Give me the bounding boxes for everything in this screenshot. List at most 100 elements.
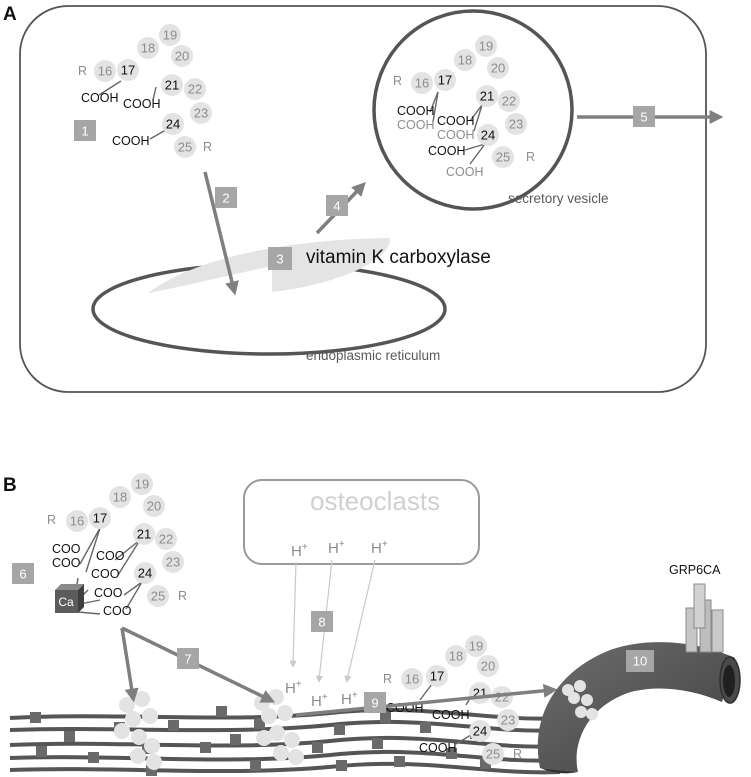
peptide-carboxylated-in-vesicle: 16 17 18 19 20 21 22 23 24 25 R R COOH C… — [393, 35, 535, 179]
step-badge-5: 5 — [633, 106, 655, 127]
carboxylase-label: vitamin K carboxylase — [306, 247, 491, 268]
residue-label: 18 — [449, 649, 463, 664]
coo-label: COO — [52, 542, 81, 556]
cooh-label: COOH — [397, 118, 435, 132]
residue-label: 21 — [480, 89, 494, 104]
panel-b-letter: B — [3, 475, 17, 496]
r-group-label: R — [203, 140, 212, 154]
residue-label: 20 — [481, 659, 495, 674]
osteoclasts-box — [243, 479, 480, 565]
residue-label: 18 — [458, 53, 472, 68]
residue-label: 23 — [509, 117, 523, 132]
step-badge-1: 1 — [74, 120, 96, 141]
peptide-uncarboxylated: 16 17 18 19 20 21 22 23 24 25 R R COOH C… — [78, 24, 212, 158]
secretory-vesicle-label: secretory vesicle — [508, 191, 609, 206]
residue-label: 22 — [159, 532, 173, 547]
cooh-label: COOH — [446, 165, 484, 179]
coo-label: COO — [96, 549, 125, 563]
residue-label: 19 — [479, 39, 493, 54]
svg-text:3: 3 — [276, 252, 283, 267]
step-badge-8: 8 — [311, 611, 333, 632]
residue-label: 24 — [473, 724, 487, 739]
step-badge-2: 2 — [215, 187, 237, 208]
cooh-label: COOH — [112, 134, 150, 148]
residue-label: 17 — [430, 669, 444, 684]
osteoclasts-label: osteoclasts — [310, 486, 440, 516]
svg-text:7: 7 — [184, 652, 191, 667]
cooh-label: COOH — [123, 97, 161, 111]
protein-in-blood — [562, 680, 598, 720]
residue-label: 16 — [98, 64, 112, 79]
svg-text:9: 9 — [371, 696, 378, 711]
r-group-label: R — [383, 672, 392, 686]
step-badge-7: 7 — [177, 648, 199, 669]
grp6ca-receptor — [685, 583, 724, 653]
secretory-vesicle-membrane — [372, 9, 574, 211]
peptide-calcium-bound: 16 17 18 19 20 21 22 23 24 25 R R COO CO… — [47, 473, 187, 618]
cooh-label: COOH — [437, 114, 475, 128]
proton-label: H+ — [311, 692, 328, 710]
residue-label: 25 — [496, 150, 510, 165]
residue-label: 19 — [163, 28, 177, 43]
residue-label: 22 — [502, 94, 516, 109]
svg-text:4: 4 — [333, 199, 340, 214]
cooh-label: COOH — [428, 144, 466, 158]
residue-label: 22 — [188, 82, 202, 97]
residue-label: 18 — [141, 41, 155, 56]
residue-label: 21 — [137, 527, 151, 542]
residue-label: 17 — [121, 63, 135, 78]
proton-label: H+ — [371, 539, 388, 557]
r-group-label: R — [513, 747, 522, 761]
svg-text:8: 8 — [318, 615, 325, 630]
svg-text:10: 10 — [633, 654, 647, 669]
svg-text:1: 1 — [81, 124, 88, 139]
arrow-release — [295, 683, 558, 717]
cell-outline — [19, 5, 707, 393]
calcium-ion-cube: Ca — [55, 584, 84, 613]
proton-label: H+ — [285, 679, 302, 697]
step-badge-9: 9 — [364, 692, 386, 713]
svg-text:2: 2 — [222, 191, 229, 206]
svg-text:5: 5 — [640, 110, 647, 125]
residue-label: 25 — [486, 747, 500, 762]
arrow-to-er — [203, 171, 239, 296]
peptide-released: 16 17 18 19 20 21 22 23 24 25 R R COOH C… — [383, 635, 522, 765]
residue-label: 19 — [135, 477, 149, 492]
residue-label: 23 — [194, 106, 208, 121]
coo-label: COO — [52, 556, 81, 570]
endoplasmic-reticulum-label: endoplasmic reticulum — [306, 348, 440, 363]
residue-label: 16 — [405, 672, 419, 687]
residue-label: 23 — [166, 555, 180, 570]
cooh-label: COOH — [437, 128, 475, 142]
residue-label: 21 — [165, 78, 179, 93]
proton-label: H+ — [291, 542, 308, 560]
r-group-label: R — [47, 513, 56, 527]
step-badge-6: 6 — [12, 563, 34, 584]
residue-label: 24 — [166, 117, 180, 132]
r-group-label: R — [178, 589, 187, 603]
cooh-label: COOH — [81, 91, 119, 105]
proton-label: H+ — [341, 690, 358, 708]
grp6ca-label: GRP6CA — [669, 563, 721, 577]
residue-label: 24 — [481, 128, 495, 143]
residue-label: 24 — [138, 566, 152, 581]
residue-label: 19 — [469, 639, 483, 654]
coo-label: COO — [91, 567, 120, 581]
svg-text:6: 6 — [19, 567, 26, 582]
coo-label: COO — [103, 604, 132, 618]
proton-arrow — [289, 561, 297, 668]
coo-label: COO — [94, 586, 123, 600]
residue-label: 25 — [178, 140, 192, 155]
step-badge-4: 4 — [326, 195, 348, 216]
arrow-to-bone-left — [120, 627, 139, 703]
blood-vessel — [537, 642, 741, 774]
r-group-label: R — [526, 150, 535, 164]
panel-a-letter: A — [3, 4, 17, 25]
step-badge-3: 3 — [268, 247, 292, 270]
calcium-label: Ca — [58, 595, 74, 609]
residue-label: 23 — [501, 713, 515, 728]
residue-label: 16 — [415, 76, 429, 91]
residue-label: 17 — [438, 73, 452, 88]
endoplasmic-reticulum-membrane — [91, 262, 447, 356]
